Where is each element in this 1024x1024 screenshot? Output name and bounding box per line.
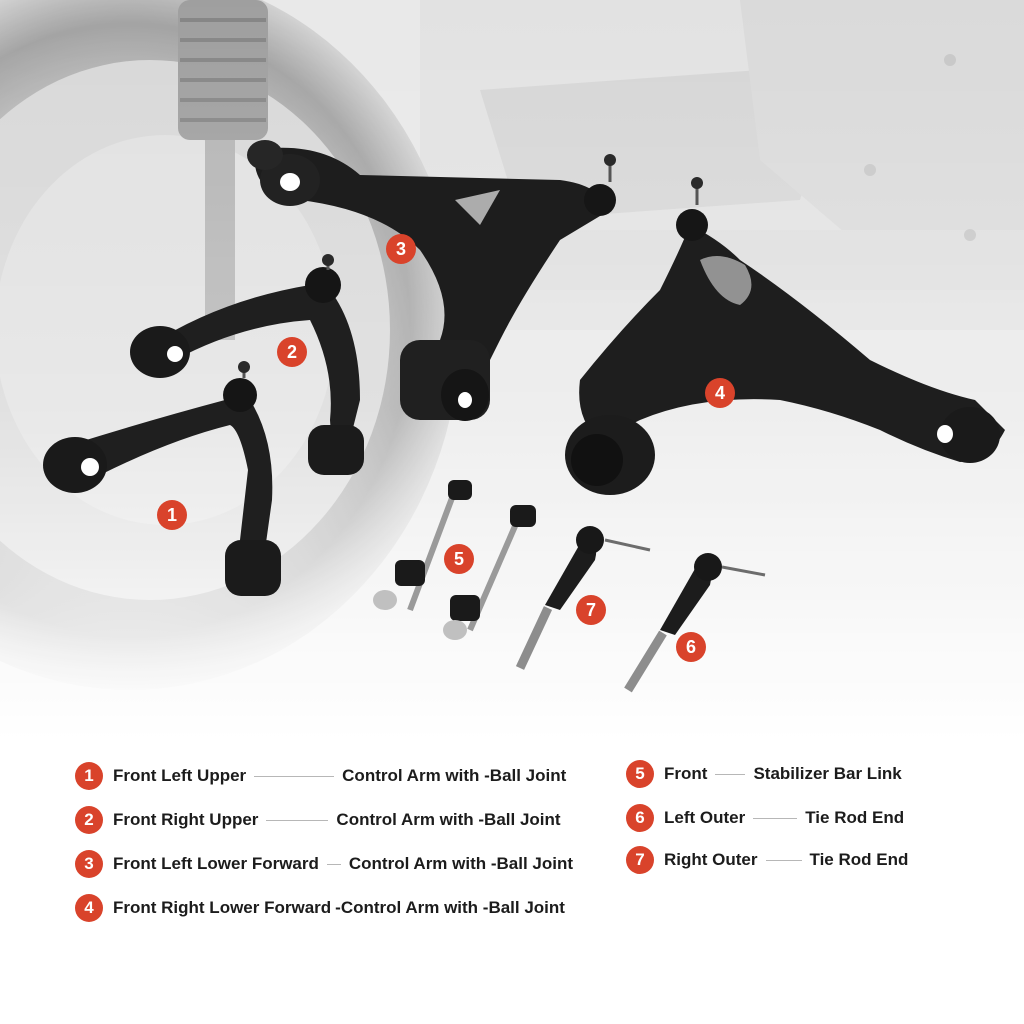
part-stabilizer-bar-links bbox=[373, 480, 536, 640]
legend-number-badge: 4 bbox=[75, 894, 103, 922]
legend-divider bbox=[715, 773, 746, 775]
legend-part-name: Front bbox=[664, 764, 708, 783]
part-right-outer-tie-rod-end bbox=[515, 526, 651, 670]
legend-part-name: Right Outer bbox=[664, 850, 758, 869]
legend-part-name: Front Right Upper bbox=[113, 810, 259, 829]
legend-divider bbox=[765, 859, 802, 861]
legend-number-badge: 7 bbox=[626, 846, 654, 874]
legend-divider bbox=[326, 863, 341, 865]
product-scene bbox=[0, 0, 1024, 740]
callout-marker-4: 4 bbox=[705, 378, 735, 408]
legend-row-3: 3 Front Left Lower Forward Control Arm w… bbox=[75, 849, 573, 879]
legend-part-type: Control Arm with -Ball Joint bbox=[348, 854, 574, 873]
callout-marker-3: 3 bbox=[386, 234, 416, 264]
legend-part-type: -Control Arm with -Ball Joint bbox=[335, 898, 565, 917]
callout-marker-1: 1 bbox=[157, 500, 187, 530]
legend-part-name: Left Outer bbox=[664, 808, 746, 827]
legend-part-name: Front Left Upper bbox=[113, 766, 247, 785]
legend-row-6: 6 Left Outer Tie Rod End bbox=[626, 803, 904, 833]
legend-row-7: 7 Right Outer Tie Rod End bbox=[626, 845, 908, 875]
part-front-right-upper-control-arm bbox=[130, 254, 364, 475]
legend-number-badge: 5 bbox=[626, 760, 654, 788]
legend-part-name: Front Left Lower Forward bbox=[113, 854, 319, 873]
legend-part-name: Front Right Lower Forward bbox=[113, 898, 332, 917]
legend-divider bbox=[266, 819, 329, 821]
callout-marker-2: 2 bbox=[277, 337, 307, 367]
legend-part-type: Stabilizer Bar Link bbox=[753, 764, 902, 783]
part-front-left-lower-forward-control-arm bbox=[247, 140, 616, 421]
legend-row-4: 4 Front Right Lower Forward -Control Arm… bbox=[75, 893, 565, 923]
legend-number-badge: 2 bbox=[75, 806, 103, 834]
callout-marker-6: 6 bbox=[676, 632, 706, 662]
legend-part-type: Tie Rod End bbox=[809, 850, 909, 869]
part-front-left-upper-control-arm bbox=[43, 361, 281, 596]
legend-part-type: Control Arm with -Ball Joint bbox=[342, 766, 567, 785]
legend-row-1: 1 Front Left Upper Control Arm with -Bal… bbox=[75, 761, 566, 791]
legend-number-badge: 6 bbox=[626, 804, 654, 832]
legend-part-type: Control Arm with -Ball Joint bbox=[336, 810, 561, 829]
part-front-right-lower-forward-control-arm bbox=[565, 177, 1005, 495]
legend-row-5: 5 Front Stabilizer Bar Link bbox=[626, 759, 902, 789]
legend-divider bbox=[753, 817, 798, 819]
legend-number-badge: 1 bbox=[75, 762, 103, 790]
callout-marker-7: 7 bbox=[576, 595, 606, 625]
legend-number-badge: 3 bbox=[75, 850, 103, 878]
legend-row-2: 2 Front Right Upper Control Arm with -Ba… bbox=[75, 805, 561, 835]
part-left-outer-tie-rod-end bbox=[624, 553, 766, 693]
legend-part-type: Tie Rod End bbox=[805, 808, 905, 827]
callout-marker-5: 5 bbox=[444, 544, 474, 574]
legend-divider bbox=[254, 775, 335, 777]
